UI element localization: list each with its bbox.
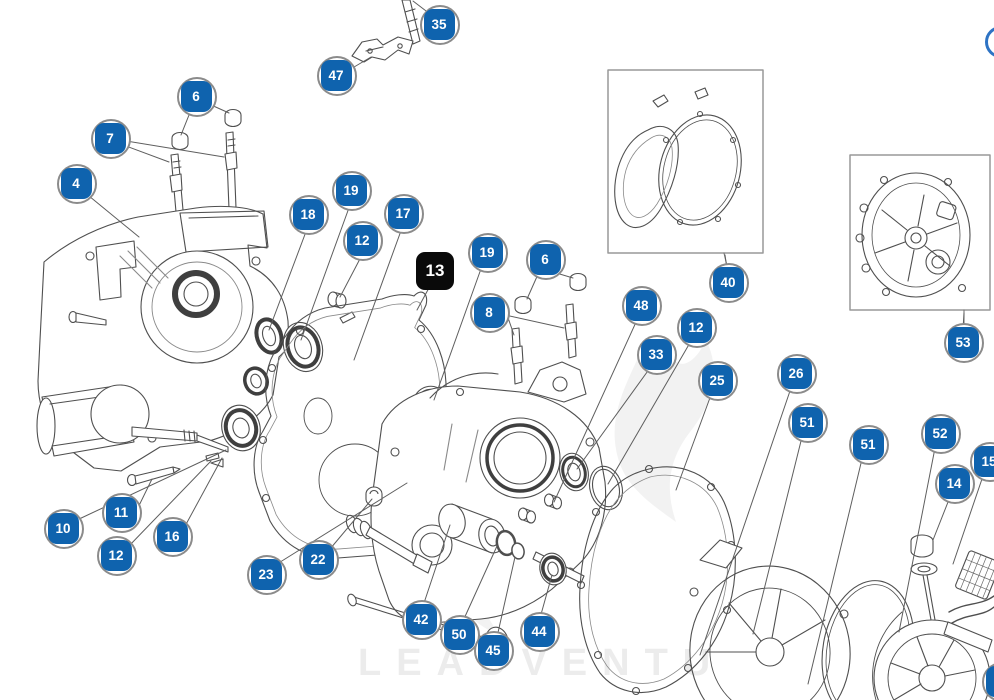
gasket-kit-box-drawing — [607, 69, 764, 267]
part-badge-35[interactable]: 35 — [420, 5, 460, 45]
part-badge-10-label: 10 — [47, 512, 79, 544]
crankshaft-drawing — [36, 384, 229, 487]
part-badge-19[interactable]: 19 — [332, 171, 372, 211]
part-badge-42-label: 42 — [405, 603, 437, 635]
part-badge-19-label: 19 — [335, 174, 367, 206]
part-badge-12-label: 12 — [346, 224, 378, 256]
shaft-parts-drawing — [517, 493, 585, 586]
part-badge-12-2-label: 12 — [680, 311, 712, 343]
part-badge-11-label: 11 — [105, 496, 137, 528]
bracket-47-drawing — [351, 36, 414, 63]
part-badge-33-label: 33 — [640, 338, 672, 370]
part-badge-11[interactable]: 11 — [102, 493, 142, 533]
part-badge-53[interactable]: 53 — [944, 323, 984, 363]
part-badge-12-3[interactable]: 12 — [97, 536, 137, 576]
part-badge-12-2[interactable]: 12 — [677, 308, 717, 348]
part-badge-14-label: 14 — [938, 467, 970, 499]
part-badge-50-label: 50 — [443, 618, 475, 650]
part-badge-26-label: 26 — [780, 357, 812, 389]
part-badge-8[interactable]: 8 — [470, 293, 510, 333]
part-badge-51-label: 51 — [791, 406, 823, 438]
part-badge-10[interactable]: 10 — [44, 509, 84, 549]
leader-lines — [76, 0, 984, 685]
part-badge-16[interactable]: 16 — [153, 517, 193, 557]
part-badge-19-2-label: 19 — [471, 236, 503, 268]
part-badge-44-label: 44 — [523, 615, 555, 647]
part-badge-7-label: 7 — [94, 122, 126, 154]
part-badge-16-label: 16 — [156, 520, 188, 552]
part-badge-35-label: 35 — [423, 8, 455, 40]
part-badge-7[interactable]: 7 — [91, 119, 131, 159]
part-badge-6-label: 6 — [180, 80, 212, 112]
rotor-drawing — [872, 611, 993, 700]
part-badge-47-label: 47 — [320, 59, 352, 91]
part-badge-6-2-label: 6 — [529, 243, 561, 275]
screen-part-drawing — [948, 550, 994, 624]
part-badge-51-2[interactable]: 51 — [849, 425, 889, 465]
part-badge-19-2[interactable]: 19 — [468, 233, 508, 273]
part-badge-40[interactable]: 40 — [709, 263, 749, 303]
part-badge-47[interactable]: 47 — [317, 56, 357, 96]
part-badge-18[interactable]: 18 — [289, 195, 329, 235]
part-badge-12[interactable]: 12 — [343, 221, 383, 261]
part-badge-17[interactable]: 17 — [384, 194, 424, 234]
part-badge-15[interactable]: 15 — [970, 442, 994, 482]
part-badge-8-label: 8 — [473, 296, 505, 328]
partial-badge-bottom-right-square — [985, 665, 994, 697]
bolt-35-drawing — [401, 0, 421, 45]
part-badge-25-label: 25 — [701, 364, 733, 396]
part-badge-51-2-label: 51 — [852, 428, 884, 460]
part-badge-51[interactable]: 51 — [788, 403, 828, 443]
part-badge-13-highlight[interactable]: 13 — [416, 252, 454, 290]
cover-box-drawing — [849, 154, 991, 327]
part-badge-52[interactable]: 52 — [921, 414, 961, 454]
bushing-42-drawing — [438, 503, 525, 560]
part-badge-50[interactable]: 50 — [440, 615, 480, 655]
studs-nuts-left-drawing — [169, 108, 242, 213]
part-badge-14[interactable]: 14 — [935, 464, 975, 504]
part-badge-22[interactable]: 22 — [299, 540, 339, 580]
part-badge-48[interactable]: 48 — [622, 286, 662, 326]
part-badge-6[interactable]: 6 — [177, 77, 217, 117]
part-badge-15-label: 15 — [973, 445, 994, 477]
part-badge-6-2[interactable]: 6 — [526, 240, 566, 280]
part-badge-48-label: 48 — [625, 289, 657, 321]
part-badge-33[interactable]: 33 — [637, 335, 677, 375]
part-badge-52-label: 52 — [924, 417, 956, 449]
part-badge-23-label: 23 — [250, 558, 282, 590]
part-badge-18-label: 18 — [292, 198, 324, 230]
right-crankcase-drawing — [370, 361, 607, 624]
part-badge-44[interactable]: 44 — [520, 612, 560, 652]
part-badge-53-label: 53 — [947, 326, 979, 358]
part-badge-17-label: 17 — [387, 197, 419, 229]
inner-cover-drawing — [689, 539, 851, 700]
part-badge-40-label: 40 — [712, 266, 744, 298]
part-badge-42[interactable]: 42 — [402, 600, 442, 640]
part-badge-25[interactable]: 25 — [698, 361, 738, 401]
part-badge-23[interactable]: 23 — [247, 555, 287, 595]
part-badge-26[interactable]: 26 — [777, 354, 817, 394]
part-badge-12-3-label: 12 — [100, 539, 132, 571]
part-badge-45-label: 45 — [477, 634, 509, 666]
part-badge-45[interactable]: 45 — [474, 631, 514, 671]
part-badge-4[interactable]: 4 — [57, 164, 97, 204]
part-badge-22-label: 22 — [302, 543, 334, 575]
part-badge-4-label: 4 — [60, 167, 92, 199]
